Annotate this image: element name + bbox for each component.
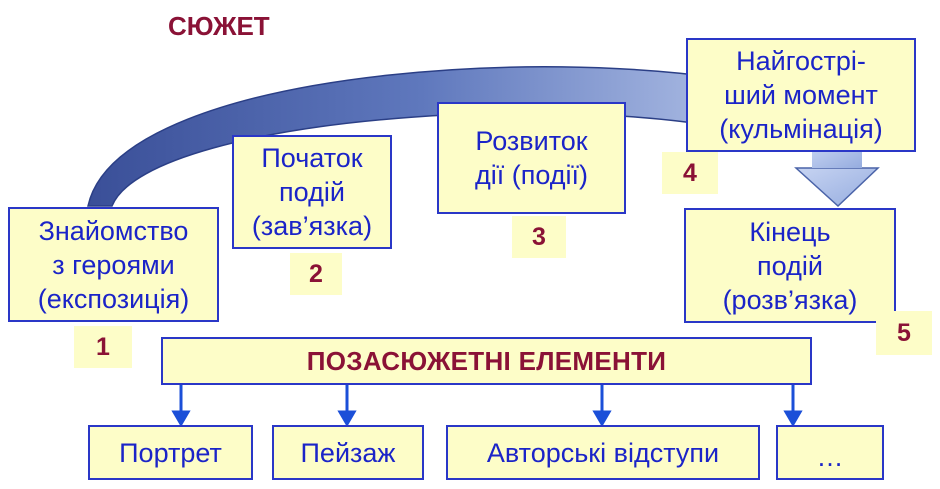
stage-line: (кульмінація) (719, 114, 883, 144)
stage-line: Кінець (749, 216, 831, 247)
extra-plot-item-label: Пейзаж (300, 437, 396, 468)
stage-line: з героями (52, 249, 175, 280)
stage-number-5: 5 (876, 311, 932, 355)
stage-line: Початок (261, 143, 363, 173)
stage-line: подій (757, 250, 823, 281)
stage-line: Знайомство (38, 215, 189, 246)
stage-line: (розв’язка) (722, 284, 858, 315)
stage-denouement-box: Кінець подій (розв’язка) (684, 208, 896, 323)
stage-exposition-box: Знайомство з героями (експозиція) (8, 207, 219, 322)
extra-plot-connectors (171, 385, 803, 427)
stage-rising-action-box: Розвиток дії (події) (437, 102, 626, 214)
stage-line: подій (279, 177, 345, 207)
stage-line: (зав’язка) (251, 211, 373, 241)
stage-number-2: 2 (290, 253, 342, 295)
extra-plot-item-label: Портрет (119, 437, 222, 468)
diagram-title: СЮЖЕТ (168, 10, 270, 41)
plot-arrow-head (794, 167, 880, 208)
stage-line: ший момент (724, 80, 878, 110)
extra-plot-item-label: Авторські відступи (486, 437, 720, 468)
stage-line: (експозиція) (37, 283, 190, 314)
extra-plot-elements-band: ПОЗАСЮЖЕТНІ ЕЛЕМЕНТИ (161, 337, 812, 385)
extra-plot-item-digressions: Авторські відступи (446, 425, 760, 480)
stage-line: дії (події) (474, 160, 589, 190)
stage-number-1: 1 (74, 326, 132, 368)
stage-line: Найгострі- (736, 46, 866, 76)
stage-number-3: 3 (512, 216, 566, 258)
extra-plot-item-portrait: Портрет (88, 425, 253, 480)
stage-line: Розвиток (475, 126, 588, 156)
extra-plot-item-label: … (816, 442, 844, 472)
extra-plot-item-more: … (776, 425, 884, 480)
stage-inciting-box: Початок подій (зав’язка) (232, 135, 392, 249)
stage-climax-box: Найгострі- ший момент (кульмінація) (686, 38, 916, 152)
stage-number-4: 4 (662, 152, 718, 194)
extra-plot-item-landscape: Пейзаж (272, 425, 424, 480)
